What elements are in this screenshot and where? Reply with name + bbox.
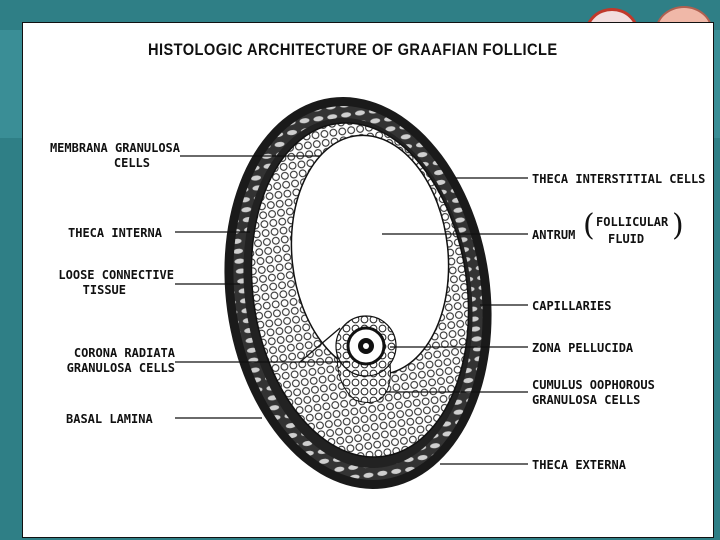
label-theca-externa: THECA EXTERNA — [532, 458, 626, 472]
label-follicular-fluid: FOLLICULAR FLUID — [596, 214, 668, 248]
label-basal-lamina: BASAL LAMINA — [66, 412, 153, 426]
paren-close: ) — [672, 208, 684, 243]
paren-open: ( — [583, 208, 595, 243]
label-line: FLUID — [608, 232, 645, 246]
label-line: GRANULOSA CELLS — [66, 361, 175, 375]
label-line: GRANULOSA CELLS — [532, 393, 641, 407]
label-line: CELLS — [113, 156, 150, 170]
label-corona-radiata: CORONA RADIATA GRANULOSA CELLS — [40, 346, 175, 376]
label-line: CORONA RADIATA — [73, 346, 175, 360]
label-line: LOOSE CONNECTIVE — [58, 268, 174, 282]
label-line: CUMULUS OOPHOROUS — [532, 378, 655, 392]
label-capillaries: CAPILLARIES — [532, 299, 612, 313]
label-cumulus-oophorous: CUMULUS OOPHOROUS GRANULOSA CELLS — [532, 378, 655, 408]
leader-lines — [175, 155, 528, 465]
label-antrum: ANTRUM — [532, 228, 576, 242]
label-theca-interna: THECA INTERNA — [68, 226, 162, 240]
label-line: MEMBRANA GRANULOSA — [49, 141, 180, 155]
label-line: FOLLICULAR — [596, 215, 669, 229]
label-zona-pellucida: ZONA PELLUCIDA — [532, 341, 634, 355]
diagram-title: HISTOLOGIC ARCHITECTURE OF GRAAFIAN FOLL… — [148, 40, 558, 59]
label-loose-connective-tissue: LOOSE CONNECTIVE TISSUE — [36, 268, 174, 298]
label-theca-interstitial-cells: THECA INTERSTITIAL CELLS — [532, 172, 706, 186]
label-line: TISSUE — [82, 283, 126, 297]
label-membrana-granulosa: MEMBRANA GRANULOSA CELLS — [30, 141, 180, 171]
